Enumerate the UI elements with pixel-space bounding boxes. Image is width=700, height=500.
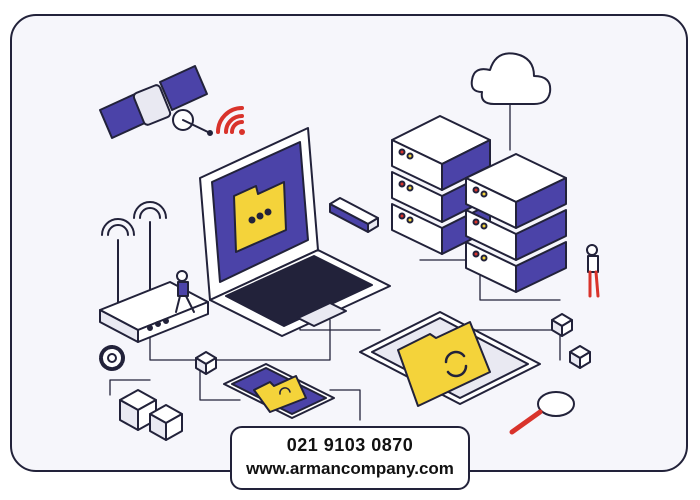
contact-website: www.armancompany.com: [246, 459, 454, 478]
illustration-frame: [10, 14, 688, 472]
phone-icon: [223, 363, 335, 419]
gear-icon: [99, 345, 125, 371]
box-icon: [569, 345, 591, 369]
server-stack-right: [465, 153, 567, 293]
contact-phone: 021 9103 0870: [286, 435, 414, 455]
wifi-icon: [216, 106, 245, 135]
person-icon: [175, 270, 195, 313]
box-icon: [551, 313, 573, 337]
box-icon: [195, 351, 217, 375]
folder-icon: [233, 181, 287, 253]
person-icon: [586, 244, 600, 298]
server-rack-icon: [391, 115, 567, 293]
satellite-icon: [99, 65, 213, 139]
server-stack-left: [391, 115, 491, 255]
cloud-icon: [470, 52, 552, 105]
antenna-icon: [101, 201, 167, 306]
router-icon: [99, 281, 209, 343]
tablet-icon: [359, 311, 541, 407]
magnifier-icon: [509, 391, 575, 435]
box-icon: [149, 404, 183, 441]
contact-card: 021 9103 0870 www.armancompany.com: [230, 426, 470, 490]
laptop-icon: [199, 127, 391, 337]
usb-drive-icon: [329, 197, 379, 233]
